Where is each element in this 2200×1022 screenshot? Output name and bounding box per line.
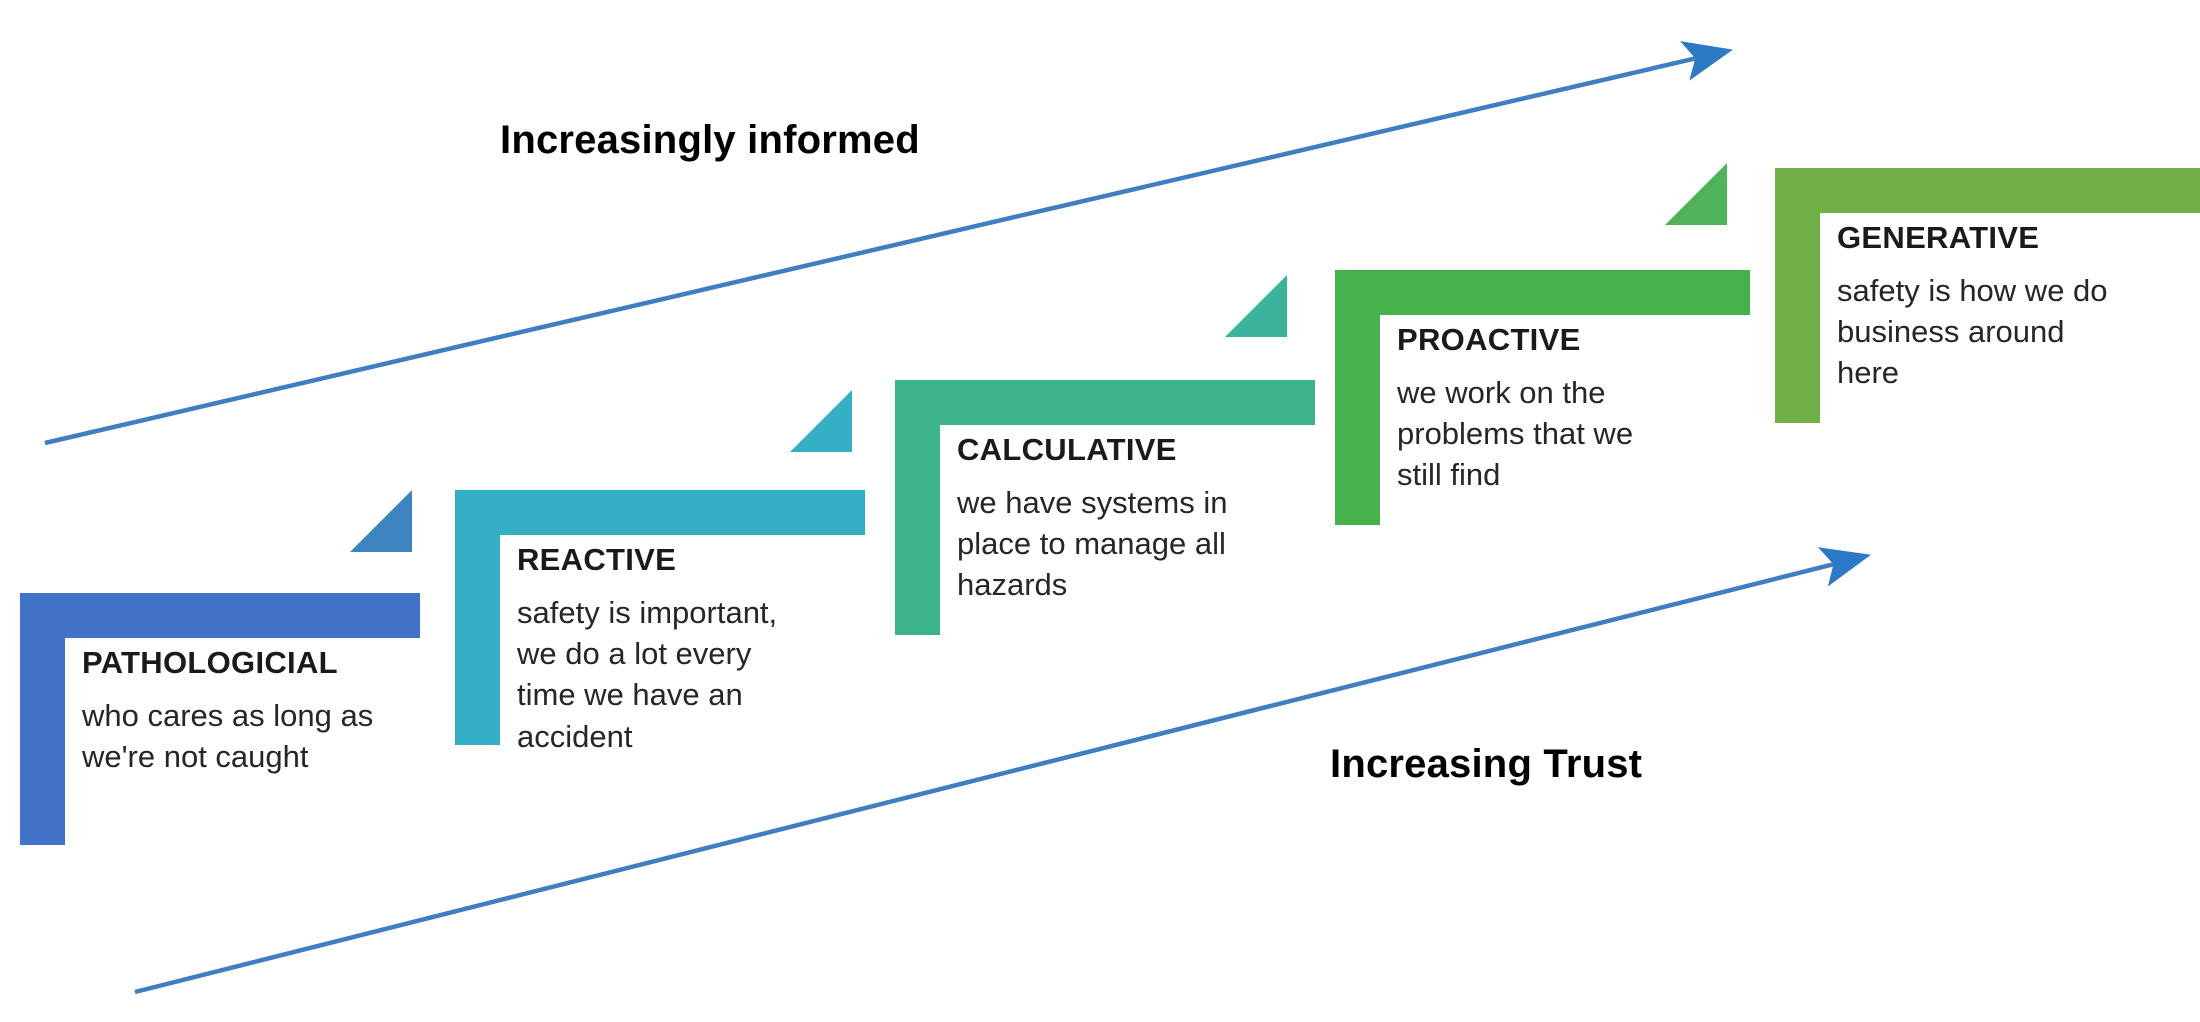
step-description: safety is important, we do a lot every t… [517,595,778,754]
step-title: GENERATIVE [1837,220,2040,255]
step-triangle-reactive [790,390,852,452]
step-description: we have systems in place to manage all h… [957,485,1228,603]
step-bar-horizontal [455,490,865,535]
step-description: safety is how we do business around here [1837,273,2108,391]
step-bar-horizontal [1775,168,2200,213]
step-text-block: CALCULATIVE we have systems in place to … [957,432,1228,606]
increasing-trust-label: Increasing Trust [1330,742,1643,786]
step-bar-vertical [1335,270,1380,525]
step-title: PROACTIVE [1397,322,1581,357]
step-bar-vertical [20,593,65,845]
step-title: PATHOLOGICIAL [82,645,338,680]
step-bar-horizontal [895,380,1315,425]
step-text-block: GENERATIVE safety is how we do business … [1837,220,2108,394]
increasingly-informed-arrow [44,41,1733,446]
step-text-block: PROACTIVE we work on the problems that w… [1397,322,1633,496]
step-text-block: REACTIVE safety is important, we do a lo… [517,542,777,757]
increasingly-informed-label: Increasingly informed [500,118,920,162]
increasing-trust-arrow [134,547,1871,995]
step-bar-horizontal [1335,270,1750,315]
step-triangle-pathologicial [350,490,412,552]
step-text-block: PATHOLOGICIAL who cares as long as we're… [82,645,373,777]
step-bar-vertical [455,490,500,745]
step-bar-vertical [1775,168,1820,423]
step-triangle-proactive [1665,163,1727,225]
step-description: we work on the problems that we still fi… [1397,375,1634,493]
step-description: who cares as long as we're not caught [82,698,374,775]
step-title: REACTIVE [517,542,677,577]
step-triangle-calculative [1225,275,1287,337]
step-bar-vertical [895,380,940,635]
step-bar-horizontal [20,593,420,638]
step-title: CALCULATIVE [957,432,1177,467]
